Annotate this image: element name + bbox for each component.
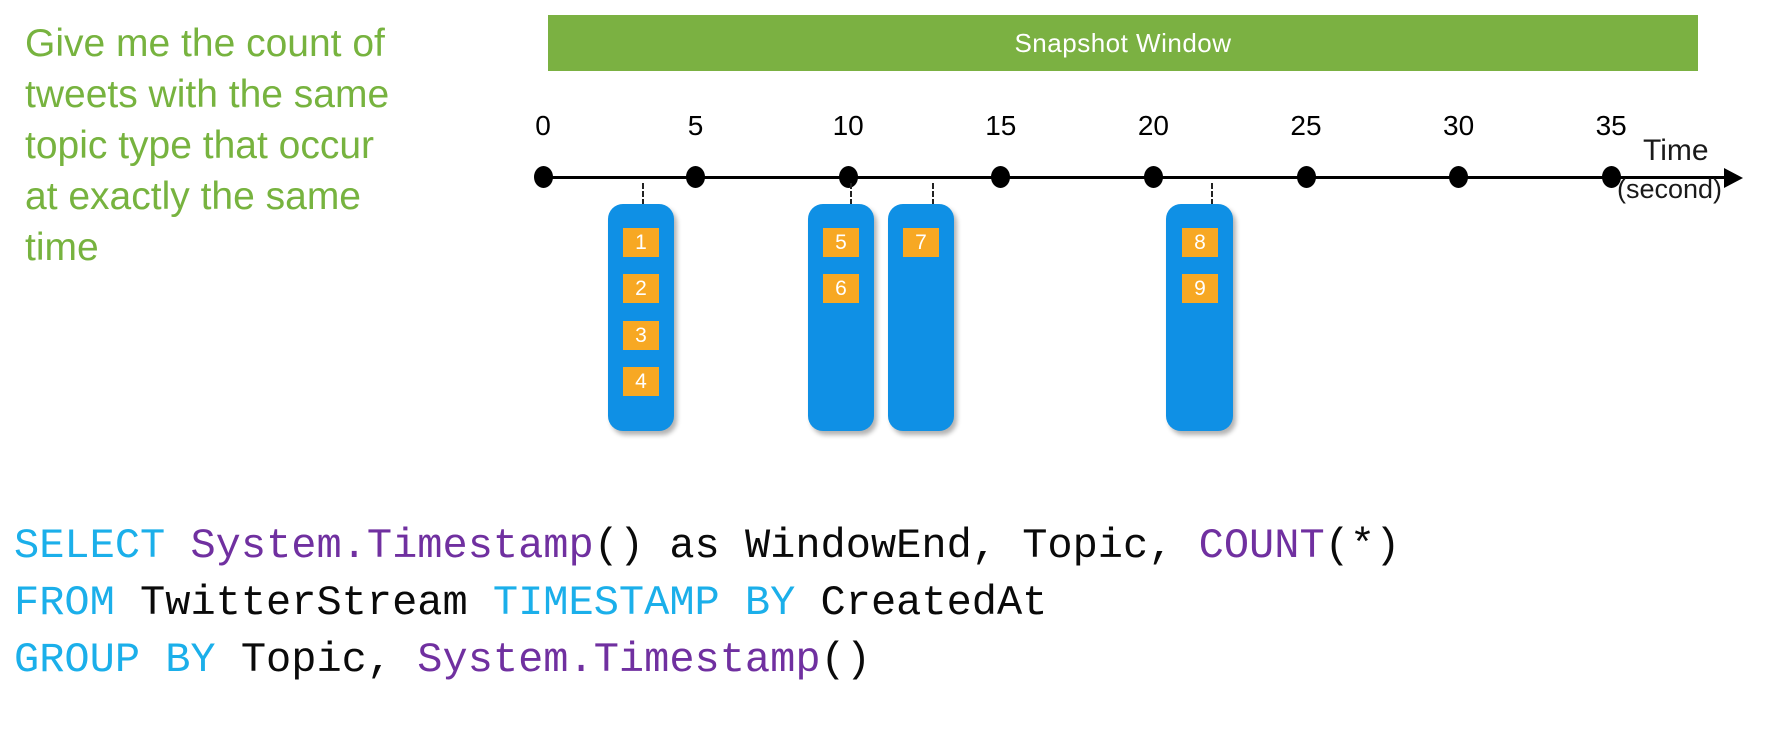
tick-dot (1601, 166, 1621, 188)
code-token (165, 522, 190, 570)
event-badge: 4 (623, 367, 659, 396)
event-badge: 6 (823, 274, 859, 303)
tick-label: 5 (687, 110, 704, 141)
event-badge: 9 (1182, 274, 1218, 303)
sql-code-block: SELECT System.Timestamp() as WindowEnd, … (14, 518, 1400, 689)
tick-label: 30 (1443, 110, 1475, 141)
timeline-axis (537, 176, 1730, 179)
event-badge: 1 (623, 228, 659, 257)
tick-label: 15 (985, 110, 1017, 141)
snapshot-window-banner: Snapshot Window (548, 15, 1698, 71)
code-token: TwitterStream (114, 579, 493, 627)
tick-dot (1143, 166, 1163, 188)
tick-dot (533, 166, 553, 188)
tick-label: 10 (832, 110, 864, 141)
question-text: Give me the count of tweets with the sam… (25, 22, 390, 269)
event-badge: 2 (623, 274, 659, 303)
snapshot-window-label: Snapshot Window (1014, 27, 1232, 58)
tick-label: 25 (1290, 110, 1322, 141)
event-badge: 7 (903, 228, 939, 257)
code-line: FROM TwitterStream TIMESTAMP BY CreatedA… (14, 575, 1400, 632)
code-token: SELECT (14, 522, 166, 570)
group-connector-dash (1211, 183, 1213, 205)
code-token: FROM (14, 579, 115, 627)
tick-label: 35 (1595, 110, 1627, 141)
tick-dot (686, 166, 706, 188)
code-token: (*) (1324, 522, 1401, 570)
code-token: GROUP BY (14, 636, 216, 684)
event-badge: 3 (623, 321, 659, 350)
group-connector-dash (850, 183, 852, 205)
code-token: COUNT (1198, 522, 1325, 570)
tick-dot (1449, 166, 1469, 188)
code-token: System.Timestamp (417, 636, 821, 684)
event-badge: 5 (823, 228, 859, 257)
tick-dot (991, 166, 1011, 188)
seconds-axis-label: (second) (1617, 174, 1723, 204)
code-token: CreatedAt (795, 579, 1048, 627)
code-token: () as WindowEnd, Topic, (593, 522, 1199, 570)
code-token: () (820, 636, 871, 684)
code-token: System.Timestamp (190, 522, 594, 570)
tick-dot (838, 166, 858, 188)
code-line: SELECT System.Timestamp() as WindowEnd, … (14, 518, 1400, 575)
group-connector-dash (932, 183, 934, 205)
code-token: Topic, (215, 636, 418, 684)
event-badge: 8 (1182, 228, 1218, 257)
arrowhead-icon (1724, 168, 1743, 188)
tick-label: 20 (1137, 110, 1169, 141)
group-connector-dash (642, 183, 644, 205)
code-line: GROUP BY Topic, System.Timestamp() (14, 632, 1400, 689)
tick-label: 0 (535, 110, 551, 141)
time-axis-label: Time (1643, 134, 1709, 167)
code-token: TIMESTAMP BY (492, 579, 796, 627)
tick-dot (1296, 166, 1316, 188)
